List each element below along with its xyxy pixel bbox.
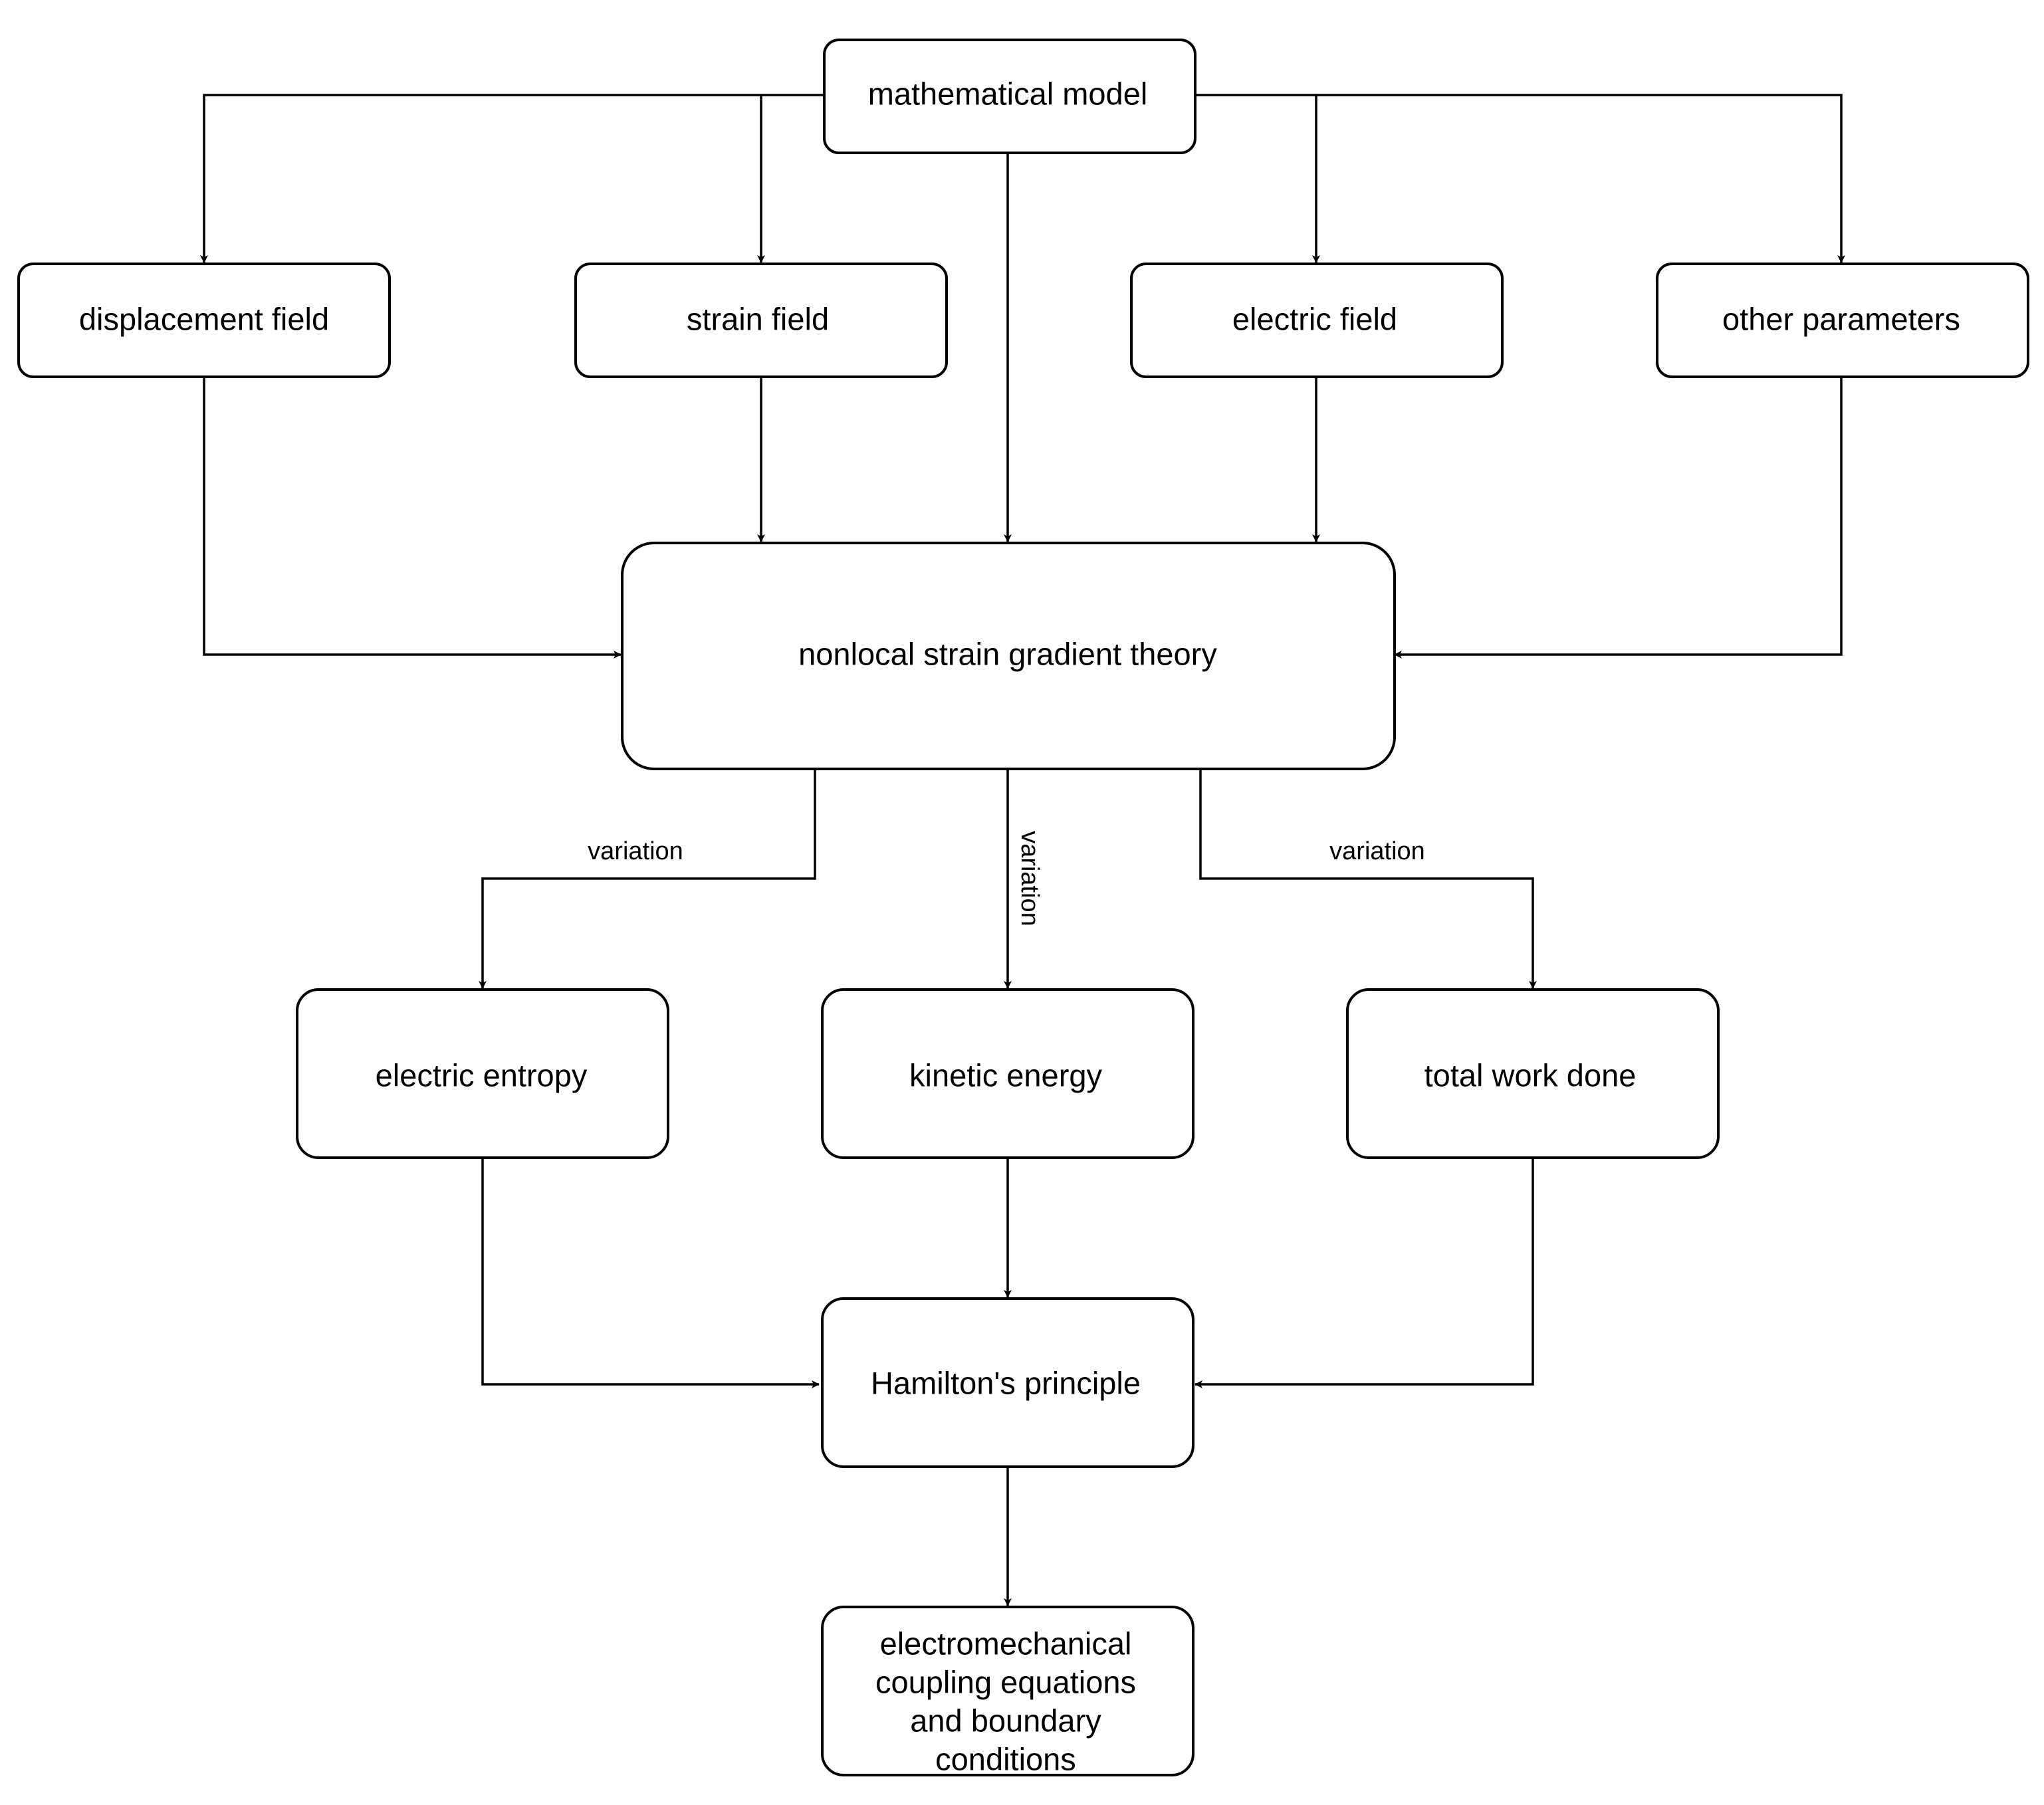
node-label-output-line-2: coupling equations (875, 1664, 1136, 1699)
node-total-work-done: total work done (1346, 988, 1720, 1159)
edge-other-parameters-to-nonlocal (1394, 377, 1843, 659)
node-label-hamiltons-principle: Hamilton's principle (871, 1365, 1141, 1400)
node-kinetic-energy: kinetic energy (821, 988, 1194, 1159)
node-label-output-line-4: conditions (935, 1741, 1076, 1776)
edge-displacement-to-nonlocal (203, 377, 622, 659)
edge-labels: variation variation variation (588, 831, 1425, 926)
edge-nonlocal-to-total-work (1199, 769, 1537, 989)
edge-electric-entropy-to-hamilton (481, 1158, 820, 1388)
node-label-mathematical-model: mathematical model (868, 76, 1148, 111)
node-nonlocal-strain-gradient-theory: nonlocal strain gradient theory (621, 542, 1396, 770)
edge-label-variation-left: variation (588, 837, 683, 865)
node-label-electric-field: electric field (1232, 301, 1397, 336)
node-label-total-work-done: total work done (1424, 1057, 1637, 1093)
node-label-strain-field: strain field (687, 301, 829, 336)
node-label-kinetic-energy: kinetic energy (909, 1057, 1102, 1093)
node-other-parameters: other parameters (1656, 263, 2029, 378)
node-label-electric-entropy: electric entropy (376, 1057, 588, 1093)
node-label-output-line-3: and boundary (910, 1703, 1101, 1738)
node-label-output-line-1: electromechanical (880, 1626, 1132, 1661)
node-hamiltons-principle: Hamilton's principle (821, 1297, 1194, 1468)
node-electromechanical-coupling-equations: electromechanical coupling equations and… (821, 1606, 1194, 1776)
edge-label-variation-center: variation (1016, 831, 1044, 926)
node-label-displacement-field: displacement field (79, 301, 329, 336)
node-electric-field: electric field (1130, 263, 1504, 378)
edge-model-to-displacement (200, 94, 824, 263)
node-label-nonlocal-strain-gradient-theory: nonlocal strain gradient theory (798, 636, 1217, 671)
edge-nonlocal-to-electric-entropy (479, 769, 816, 989)
node-mathematical-model: mathematical model (823, 39, 1196, 154)
edge-label-variation-right: variation (1329, 837, 1425, 865)
node-label-other-parameters: other parameters (1722, 301, 1960, 336)
edge-total-work-to-hamilton (1194, 1158, 1534, 1388)
node-strain-field: strain field (574, 263, 948, 378)
edges (200, 94, 1845, 1606)
node-displacement-field: displacement field (17, 263, 391, 378)
node-electric-entropy: electric entropy (296, 988, 669, 1159)
edge-model-to-electric-field (1193, 94, 1320, 263)
edge-model-to-other-parameters (1316, 94, 1845, 263)
